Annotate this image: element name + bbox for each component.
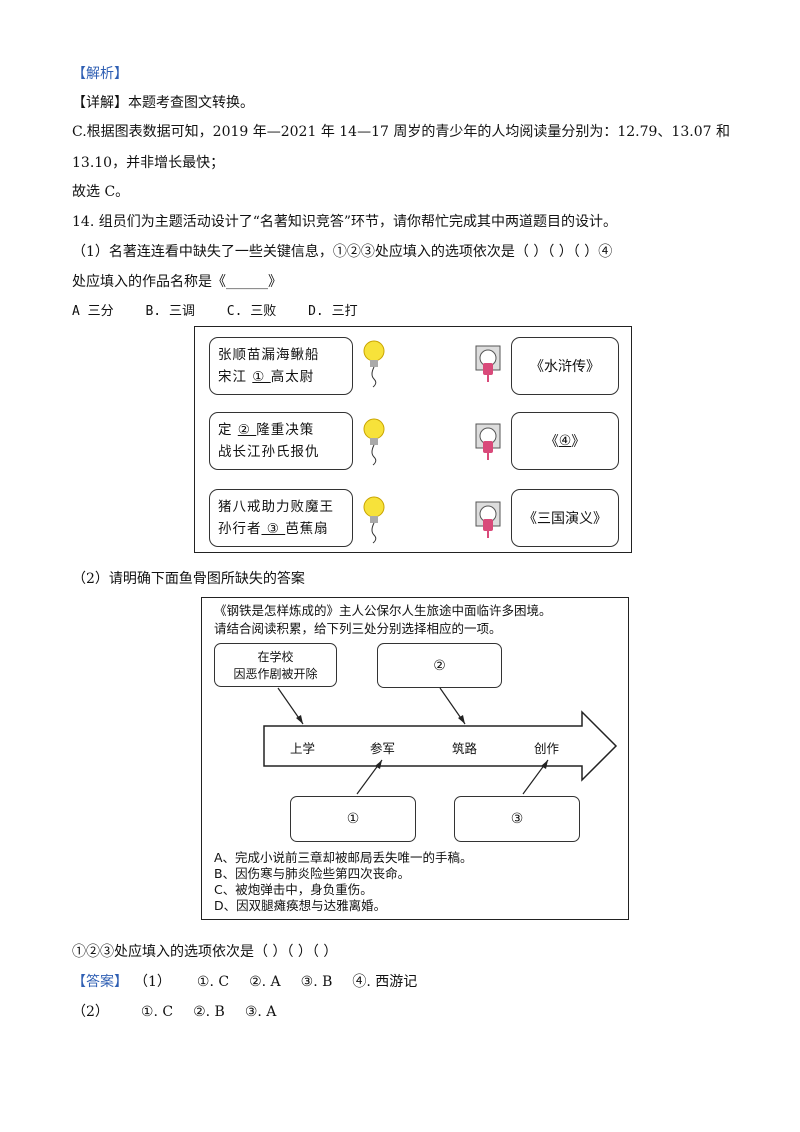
question-part2: （2）请明确下面鱼骨图所缺失的答案 bbox=[72, 571, 305, 587]
answer-item: ①. C bbox=[196, 974, 230, 990]
option-a: A 三分 bbox=[72, 304, 114, 319]
detail-line: 故选 C。 bbox=[72, 184, 130, 200]
fishbone-figure: 《钢铁是怎样炼成的》主人公保尔人生旅途中面临许多困境。 请结合阅读积累，给下列三… bbox=[201, 597, 629, 920]
question-part2-fill: ①②③处应填入的选项依次是（ ）（ ）（ ） bbox=[72, 944, 338, 960]
fishbone-box-3: ③ bbox=[454, 796, 580, 842]
question-title: 14. 组员们为主题活动设计了“名著知识竞答”环节，请你帮忙完成其中两道题目的设… bbox=[72, 214, 618, 230]
answer-item: ③. B bbox=[300, 974, 333, 990]
blank-1: ① bbox=[252, 369, 271, 385]
answer-tag: 【答案】 bbox=[72, 974, 128, 990]
option-c: C. 三败 bbox=[226, 304, 277, 319]
fishbone-box-school: 在学校 因恶作剧被开除 bbox=[214, 643, 337, 687]
fishbone-box-1: ① bbox=[290, 796, 416, 842]
stage-label: 创作 bbox=[534, 741, 560, 756]
socket-icon bbox=[475, 423, 501, 460]
stage-label: 上学 bbox=[290, 741, 316, 756]
answer-item: ②. B bbox=[193, 1004, 225, 1020]
matching-figure: 张顺苗漏海鳅船 宋江 ① 高太尉 《水浒传》 定 ② 隆重决策 战长江孙氏报仇 … bbox=[194, 326, 632, 553]
option-b: B. 三调 bbox=[145, 304, 195, 319]
choice-c: C、被炮弹击中，身负重伤。 bbox=[214, 882, 373, 897]
clue-box: 猪八戒助力败魔王 孙行者 ③ 芭蕉扇 bbox=[209, 489, 353, 547]
fishbone-intro: 《钢铁是怎样炼成的》主人公保尔人生旅途中面临许多困境。 bbox=[214, 603, 552, 618]
book-box: 《三国演义》 bbox=[511, 489, 619, 547]
answer-label: （1） bbox=[134, 974, 171, 990]
socket-icon bbox=[475, 501, 501, 538]
answer-item: ②. A bbox=[249, 974, 281, 990]
choice-b: B、因伤寒与肺炎险些第四次丧命。 bbox=[214, 866, 411, 881]
blank-2: ② bbox=[237, 422, 257, 438]
fishbone-box-2: ② bbox=[377, 643, 502, 688]
answer-item: ④. 西游记 bbox=[352, 974, 418, 990]
options-list: A 三分 B. 三调 C. 三败 D. 三打 bbox=[72, 302, 382, 322]
analysis-tag: 【解析】 bbox=[72, 66, 128, 82]
clue-box: 定 ② 隆重决策 战长江孙氏报仇 bbox=[209, 412, 353, 470]
blank-4: ④ bbox=[558, 433, 572, 449]
fishbone-intro: 请结合阅读积累，给下列三处分别选择相应的一项。 bbox=[214, 621, 502, 636]
detail-line: 【详解】本题考查图文转换。 bbox=[72, 95, 254, 111]
socket-icon bbox=[475, 345, 501, 382]
stage-label: 筑路 bbox=[452, 741, 478, 756]
blank-3: ③ bbox=[261, 521, 286, 537]
question-part1: （1）名著连连看中缺失了一些关键信息，①②③处应填入的选项依次是（ ）（ ）（ … bbox=[72, 244, 613, 260]
choice-a: A、完成小说前三章却被邮局丢失唯一的手稿。 bbox=[214, 850, 473, 865]
answer-item: ①. C bbox=[140, 1004, 174, 1020]
detail-line: 13.10，并非增长最快； bbox=[72, 155, 225, 171]
answer-line-2: （2） ①. C ②. B ③. A bbox=[72, 1002, 296, 1022]
lightbulb-icon bbox=[363, 496, 385, 544]
fishbone-spine bbox=[263, 687, 618, 795]
book-box: 《 ④ 》 bbox=[511, 412, 619, 470]
answer-item: ③. A bbox=[244, 1004, 277, 1020]
option-d: D. 三打 bbox=[308, 304, 358, 319]
detail-line: C.根据图表数据可知，2019 年—2021 年 14—17 周岁的青少年的人均… bbox=[72, 124, 730, 140]
clue-box: 张顺苗漏海鳅船 宋江 ① 高太尉 bbox=[209, 337, 353, 395]
question-part1: 处应填入的作品名称是《______》 bbox=[72, 274, 282, 290]
lightbulb-icon bbox=[363, 340, 385, 388]
answer-label: （2） bbox=[72, 1004, 109, 1020]
stage-label: 参军 bbox=[370, 741, 396, 756]
book-box: 《水浒传》 bbox=[511, 337, 619, 395]
answer-line-1: 【答案】 （1） ①. C ②. A ③. B ④. 西游记 bbox=[72, 972, 437, 992]
choice-d: D、因双腿瘫痪想与达雅离婚。 bbox=[214, 898, 387, 913]
lightbulb-icon bbox=[363, 418, 385, 466]
